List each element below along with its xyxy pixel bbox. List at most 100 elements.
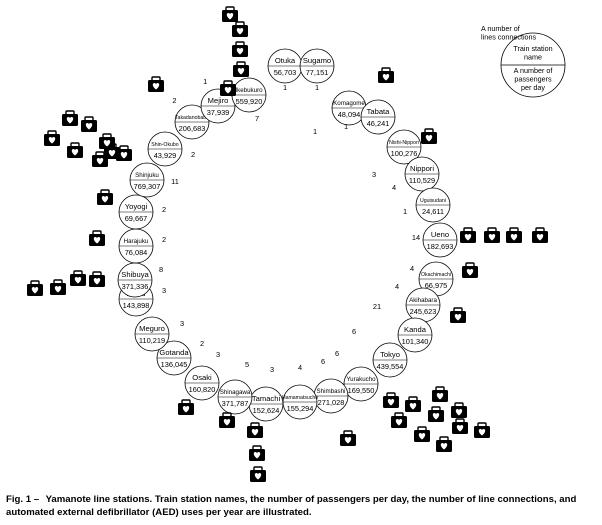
station-lines: 6 xyxy=(352,327,356,336)
station-passengers: 182,693 xyxy=(427,242,454,251)
station-lines: 5 xyxy=(245,360,249,369)
station-yurakucho: Yurakucho 169,550 xyxy=(343,366,379,402)
station-name: Harajuku xyxy=(124,238,149,245)
station-lines: 1 xyxy=(344,122,348,131)
aed-box-icon xyxy=(89,271,105,287)
aed-box-icon xyxy=(414,426,430,442)
aed-box-icon xyxy=(178,399,194,415)
station-name: Mejiro xyxy=(208,96,229,105)
aed-box-icon xyxy=(247,422,263,438)
station-lines: 4 xyxy=(410,264,414,273)
station-passengers: 110,529 xyxy=(409,176,435,185)
aed-box-icon xyxy=(70,270,86,286)
aed-box-icon xyxy=(250,466,266,482)
station-name: Otuka xyxy=(275,56,296,65)
station-name: Yurakucho xyxy=(346,376,376,383)
station-name: Okachimachi xyxy=(421,272,451,278)
station-passengers: 77,151 xyxy=(306,68,329,77)
aed-box-icon xyxy=(506,227,522,243)
station-lines: 3 xyxy=(180,319,184,328)
station-passengers: 559,920 xyxy=(236,97,263,106)
station-lines: 2 xyxy=(191,150,195,159)
station-passengers: 769,307 xyxy=(134,182,161,191)
aed-box-icon xyxy=(219,412,235,428)
stations: Otuka56,7031Sugamo77,1511Komagome48,0941… xyxy=(117,48,458,422)
caption-fig-label: Fig. 1 – xyxy=(6,494,40,505)
aed-box-icon xyxy=(484,227,500,243)
aed-box-icon xyxy=(421,128,437,144)
station-passengers: 169,550 xyxy=(348,386,375,395)
station-lines: 7 xyxy=(255,114,259,123)
station-name: Yoyogi xyxy=(125,202,148,211)
station-lines: 11 xyxy=(171,177,179,186)
station-name: Shibuya xyxy=(121,270,149,279)
station-lines: 2 xyxy=(162,205,166,214)
station-lines: 1 xyxy=(315,83,319,92)
station-lines: 21 xyxy=(373,302,381,311)
station-name: Shinjuku xyxy=(135,172,159,179)
aed-box-icon xyxy=(27,280,43,296)
station-akihabara: Akihabara 245,623 xyxy=(405,287,441,323)
station-name: Tabata xyxy=(367,107,391,116)
station-shinjuku: Shinjuku 769,307 xyxy=(129,162,165,198)
station-name: Kanda xyxy=(404,325,427,334)
station-name: Hamamatsucho xyxy=(282,395,318,401)
aed-box-icon xyxy=(62,110,78,126)
station-hamamatsucho: Hamamatsucho 155,294 xyxy=(282,384,318,420)
station-passengers: 110,219 xyxy=(139,336,165,345)
station-name: Ueno xyxy=(431,230,449,239)
station-lines: 8 xyxy=(159,265,163,274)
station-lines: 3 xyxy=(162,286,166,295)
station-lines: 6 xyxy=(321,357,325,366)
station-passengers: 439,554 xyxy=(377,362,404,371)
station-name: Takadanobaba xyxy=(175,115,209,121)
station-lines: 1 xyxy=(203,77,207,86)
station-name: Akihabara xyxy=(409,297,437,304)
aed-box-icon xyxy=(532,227,548,243)
station-passengers: 155,294 xyxy=(287,404,314,413)
station-lines: 4 xyxy=(298,363,302,372)
aed-box-icon xyxy=(378,67,394,83)
station-passengers: 101,340 xyxy=(402,337,429,346)
station-passengers: 136,045 xyxy=(161,360,188,369)
station-name: Nishi-Nippori xyxy=(389,140,419,146)
aed-box-icon xyxy=(232,41,248,57)
station-lines: 6 xyxy=(335,349,339,358)
aed-box-icon xyxy=(474,422,490,438)
station-passengers: 271,028 xyxy=(318,398,345,407)
station-passengers: 66,975 xyxy=(425,281,448,290)
aed-box-icon xyxy=(405,396,421,412)
station-name: Shin-Okubo xyxy=(151,142,179,148)
aed-box-icon xyxy=(452,418,468,434)
station-passengers: 43,929 xyxy=(154,151,177,160)
aed-box-icon xyxy=(220,80,236,96)
station-lines: 2 xyxy=(172,96,176,105)
station-passengers: 24,611 xyxy=(422,207,444,216)
station-lines: 1 xyxy=(283,83,287,92)
station-lines: 3 xyxy=(270,365,274,374)
aed-box-icon xyxy=(89,230,105,246)
figure-caption: Fig. 1 – Yamanote line stations. Train s… xyxy=(6,494,598,519)
station-lines: 1 xyxy=(403,207,407,216)
station-passengers: 245,623 xyxy=(410,307,437,316)
aed-box-icon xyxy=(460,227,476,243)
station-lines: 1 xyxy=(313,127,317,136)
aed-box-icon xyxy=(92,151,108,167)
aed-box-icon xyxy=(233,61,249,77)
station-lines: 2 xyxy=(200,339,204,348)
